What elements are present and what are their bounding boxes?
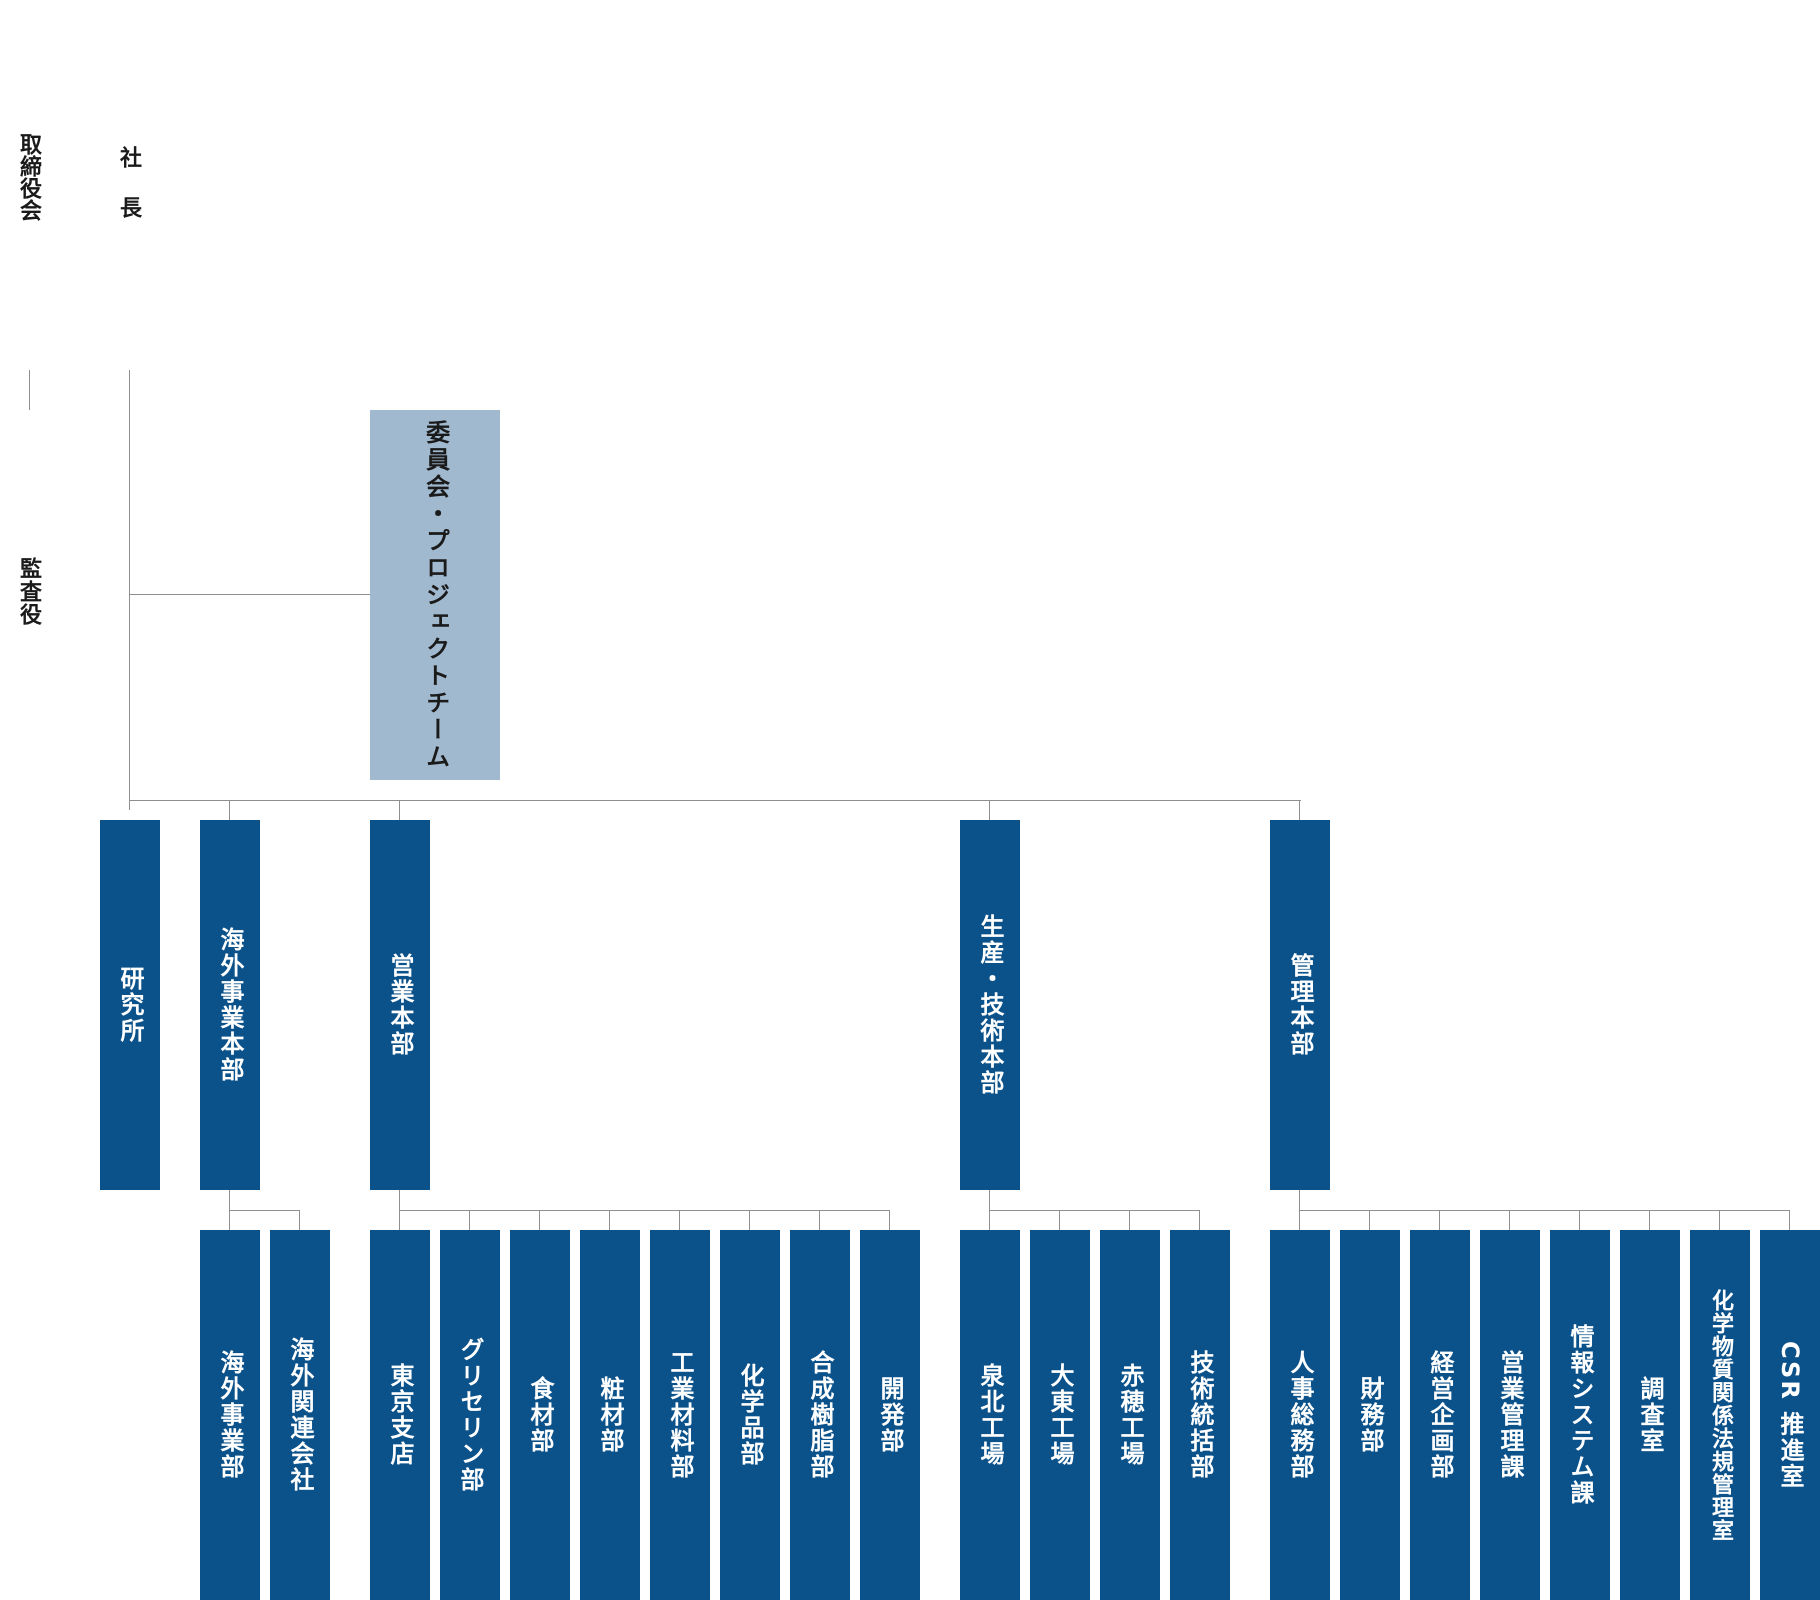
production-sub-tick — [1059, 1210, 1060, 1230]
division-label: 管理本部 — [1286, 953, 1314, 1057]
sales-sub-tick — [539, 1210, 540, 1230]
dept-ako-plant: 赤穂工場 — [1100, 1230, 1160, 1600]
president-trunk-line — [129, 370, 130, 810]
production-sub-tick — [1129, 1210, 1130, 1230]
committee-branch-line — [129, 594, 370, 595]
dept-information-systems: 情報システム課 — [1550, 1230, 1610, 1600]
division-sales: 営業本部 — [370, 820, 430, 1190]
dept-food-materials: 食材部 — [510, 1230, 570, 1600]
dept-chemical-regulations: 化学物質関係法規管理室 — [1690, 1230, 1750, 1600]
dept-corporate-planning: 経営企画部 — [1410, 1230, 1470, 1600]
dept-sales-administration: 営業管理課 — [1480, 1230, 1540, 1600]
dept-cosmetic-materials: 粧材部 — [580, 1230, 640, 1600]
admin-drop-line — [1299, 800, 1300, 821]
dept-chemicals: 化学品部 — [720, 1230, 780, 1600]
committee-project-team-box: 委員会・プロジェクトチーム — [370, 410, 500, 780]
committee-project-team-label: 委員会・プロジェクトチーム — [421, 419, 450, 771]
dept-overseas-business: 海外事業部 — [200, 1230, 260, 1600]
division-label: 生産・技術本部 — [976, 914, 1004, 1096]
dept-research-office: 調査室 — [1620, 1230, 1680, 1600]
dept-overseas-affiliates: 海外関連会社 — [270, 1230, 330, 1600]
division-production: 生産・技術本部 — [960, 820, 1020, 1190]
department-label: 海外事業部 — [216, 1350, 244, 1480]
dept-csr-promotion: CSR 推進室 — [1760, 1230, 1820, 1600]
department-label: 営業管理課 — [1496, 1350, 1524, 1480]
department-label: 海外関連会社 — [286, 1337, 314, 1493]
department-label: 食材部 — [526, 1376, 554, 1454]
dept-development: 開発部 — [860, 1230, 920, 1600]
admin-sub-tick — [1649, 1210, 1650, 1230]
admin-sub-tick — [1509, 1210, 1510, 1230]
division-label: 営業本部 — [386, 953, 414, 1057]
president-label: 社長 — [116, 146, 141, 246]
overseas-drop-line — [229, 800, 230, 821]
division-label: 研究所 — [116, 966, 144, 1044]
department-label: 合成樹脂部 — [806, 1350, 834, 1480]
department-label: 技術統括部 — [1186, 1350, 1214, 1480]
division-admin: 管理本部 — [1270, 820, 1330, 1190]
production-sub-bus — [989, 1210, 1200, 1211]
dept-technology-management: 技術統括部 — [1170, 1230, 1230, 1600]
sales-sub-tick — [749, 1210, 750, 1230]
admin-sub-tick — [1369, 1210, 1370, 1230]
auditor-label: 監査役 — [16, 557, 41, 626]
division-label: 海外事業本部 — [216, 927, 244, 1083]
department-label: 赤穂工場 — [1116, 1363, 1144, 1467]
department-label: 工業材料部 — [666, 1350, 694, 1480]
admin-sub-tick — [1439, 1210, 1440, 1230]
sales-drop-line — [399, 800, 400, 821]
division-bus-line — [129, 800, 1301, 801]
dept-synthetic-resins: 合成樹脂部 — [790, 1230, 850, 1600]
overseas-sub-tick — [299, 1210, 300, 1230]
department-label: 人事総務部 — [1286, 1350, 1314, 1480]
department-label: グリセリン部 — [456, 1337, 484, 1493]
board-of-directors-label: 取締役会 — [16, 133, 41, 221]
sales-sub-tick — [609, 1210, 610, 1230]
division-overseas: 海外事業本部 — [200, 820, 260, 1190]
dept-hr-general-affairs: 人事総務部 — [1270, 1230, 1330, 1600]
department-label: 財務部 — [1356, 1376, 1384, 1454]
department-label: CSR 推進室 — [1776, 1340, 1804, 1490]
sales-sub-tick — [679, 1210, 680, 1230]
department-label: 粧材部 — [596, 1376, 624, 1454]
department-label: 化学品部 — [736, 1363, 764, 1467]
department-label: 大東工場 — [1046, 1363, 1074, 1467]
dept-daito-plant: 大東工場 — [1030, 1230, 1090, 1600]
admin-sub-tick — [1789, 1210, 1790, 1230]
production-sub-tick — [1199, 1210, 1200, 1230]
admin-sub-bus — [1299, 1210, 1790, 1211]
dept-industrial-materials: 工業材料部 — [650, 1230, 710, 1600]
production-drop-line — [989, 800, 990, 821]
dept-tokyo-branch: 東京支店 — [370, 1230, 430, 1600]
department-label: 化学物質関係法規管理室 — [1708, 1288, 1733, 1542]
sales-sub-tick — [819, 1210, 820, 1230]
division-research: 研究所 — [100, 820, 160, 1190]
department-label: 開発部 — [876, 1376, 904, 1454]
sales-sub-bus — [399, 1210, 890, 1211]
dept-senboku-plant: 泉北工場 — [960, 1230, 1020, 1600]
dept-finance: 財務部 — [1340, 1230, 1400, 1600]
sales-sub-tick — [889, 1210, 890, 1230]
department-label: 泉北工場 — [976, 1363, 1004, 1467]
department-label: 情報システム課 — [1566, 1324, 1594, 1506]
department-label: 経営企画部 — [1426, 1350, 1454, 1480]
admin-sub-tick — [1579, 1210, 1580, 1230]
department-label: 東京支店 — [386, 1363, 414, 1467]
overseas-sub-bus — [229, 1210, 299, 1211]
admin-sub-tick — [1719, 1210, 1720, 1230]
department-label: 調査室 — [1636, 1376, 1664, 1454]
sales-sub-tick — [469, 1210, 470, 1230]
dept-glycerin: グリセリン部 — [440, 1230, 500, 1600]
board-auditor-connector — [29, 370, 30, 410]
